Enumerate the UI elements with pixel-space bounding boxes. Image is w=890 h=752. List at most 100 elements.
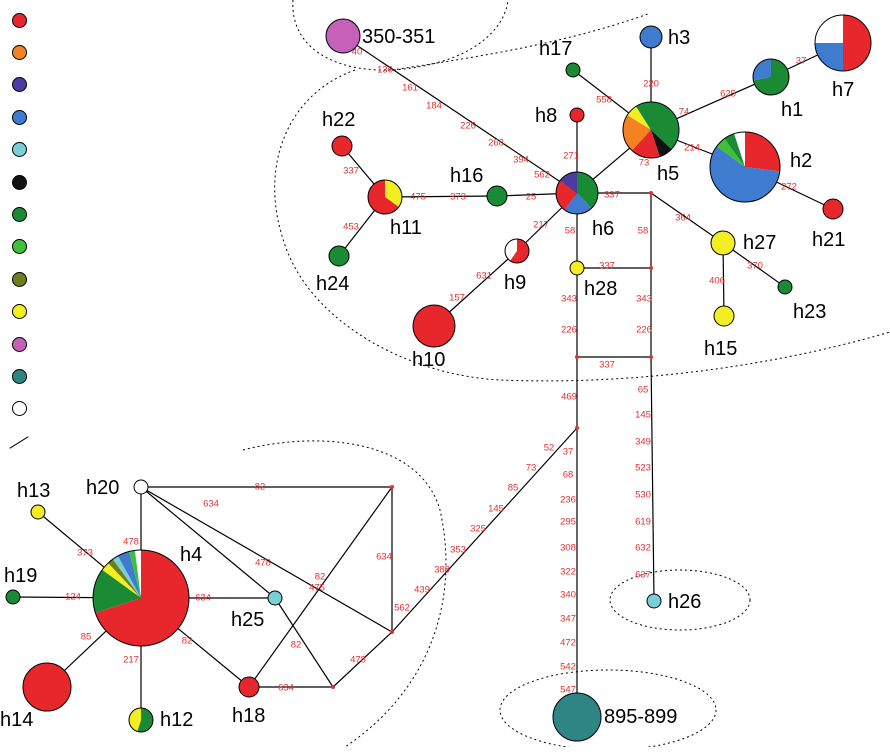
node-label: h19 bbox=[4, 565, 37, 587]
node-label: h6 bbox=[592, 218, 614, 240]
legend-item bbox=[6, 69, 386, 101]
pie-slice bbox=[734, 132, 745, 167]
node-circle bbox=[238, 676, 260, 698]
pie-slice bbox=[815, 15, 843, 43]
pie-slice bbox=[505, 239, 517, 261]
node-label: h21 bbox=[812, 229, 845, 251]
median-vector bbox=[575, 355, 579, 359]
mutation-label: 364 bbox=[675, 213, 691, 224]
legend-item bbox=[6, 393, 386, 425]
group-boundary-h4 bbox=[242, 440, 447, 748]
group-boundary-h26 bbox=[609, 569, 751, 631]
mutation-label: 337 bbox=[599, 261, 615, 272]
pie-slice bbox=[509, 239, 530, 264]
mutation-label: 373 bbox=[77, 548, 93, 559]
pie-slice bbox=[815, 43, 843, 71]
node-label: h20 bbox=[86, 477, 119, 499]
legend-item bbox=[6, 134, 386, 166]
mutation-label: 308 bbox=[560, 543, 576, 554]
mutation-label: 145 bbox=[635, 410, 651, 421]
node-label: 895-899 bbox=[604, 706, 677, 728]
mutation-label: 349 bbox=[635, 437, 651, 448]
legend-item bbox=[6, 36, 386, 68]
median-vector bbox=[649, 191, 653, 195]
node-label: h25 bbox=[231, 609, 264, 631]
mutation-label: 73 bbox=[639, 158, 650, 169]
mutation-label: 631 bbox=[476, 271, 492, 282]
median-vector bbox=[390, 485, 394, 489]
mutation-label: 478 bbox=[255, 558, 271, 569]
mutation-label: 558 bbox=[596, 95, 612, 106]
mutation-label: 394 bbox=[513, 155, 529, 166]
mutation-label: 340 bbox=[560, 590, 576, 601]
haplotype-node-h22: h22 bbox=[322, 109, 355, 157]
legend-item bbox=[6, 425, 386, 457]
pie-slice bbox=[102, 563, 141, 598]
mutation-label: 220 bbox=[643, 79, 659, 90]
node-circle bbox=[412, 304, 456, 348]
node-circle bbox=[267, 590, 283, 606]
legend-swatch-icon bbox=[12, 368, 27, 384]
node-label: h9 bbox=[504, 272, 526, 294]
node-label: h23 bbox=[793, 301, 826, 323]
pie-slice bbox=[716, 138, 745, 167]
mutation-label: 214 bbox=[684, 143, 700, 154]
pie-slice bbox=[385, 180, 402, 207]
haplotype-node-h15: h15 bbox=[704, 305, 737, 360]
mutation-marker-icon bbox=[6, 433, 30, 450]
node-label: h14 bbox=[0, 709, 33, 731]
node-circle bbox=[5, 589, 21, 605]
node-circle bbox=[639, 25, 663, 49]
legend-swatch-icon bbox=[12, 239, 27, 255]
median-vector bbox=[575, 426, 579, 430]
network-edge bbox=[140, 486, 393, 633]
node-circle bbox=[565, 62, 581, 78]
haplotype-node-h350: 350-351 bbox=[325, 18, 435, 54]
mutation-label: 373 bbox=[450, 192, 466, 203]
pie-slice bbox=[745, 132, 780, 172]
pie-slice bbox=[753, 58, 789, 96]
pie-slice bbox=[555, 180, 577, 210]
node-label: h2 bbox=[790, 150, 812, 172]
haplotype-node-h19: h19 bbox=[4, 565, 37, 605]
node-circle bbox=[325, 18, 361, 54]
mutation-label: 52 bbox=[544, 443, 555, 454]
legend-swatch-icon bbox=[12, 109, 27, 125]
group-boundaries bbox=[242, 0, 890, 751]
node-label: h12 bbox=[160, 709, 193, 731]
pie-slice bbox=[95, 550, 189, 647]
haplotype-node-h16: h16 bbox=[450, 165, 508, 207]
legend-swatch-icon bbox=[12, 401, 27, 417]
pie-slice bbox=[843, 15, 871, 71]
pie-slice bbox=[753, 59, 771, 81]
mutation-label: 322 bbox=[560, 567, 576, 578]
network-edge bbox=[332, 631, 393, 688]
node-label: h13 bbox=[17, 480, 50, 502]
mutation-label: 217 bbox=[533, 220, 549, 231]
node-circle bbox=[777, 279, 793, 295]
node-circle bbox=[710, 230, 736, 256]
node-label: h15 bbox=[704, 338, 737, 360]
mutation-label: 406 bbox=[709, 276, 725, 287]
mutation-label: 547 bbox=[560, 685, 576, 696]
node-circle bbox=[331, 135, 353, 157]
legend-item bbox=[6, 263, 386, 295]
mutation-label: 453 bbox=[343, 222, 359, 233]
mutation-label: 388 bbox=[434, 565, 450, 576]
node-outline bbox=[814, 14, 872, 72]
node-outline bbox=[92, 549, 190, 647]
node-label: h8 bbox=[535, 105, 557, 127]
mutation-label: 370 bbox=[747, 261, 763, 272]
node-outline bbox=[752, 58, 790, 96]
node-label: h24 bbox=[316, 273, 349, 295]
legend-swatch-icon bbox=[12, 77, 27, 93]
haplotype-node-h27: h27 bbox=[710, 230, 776, 256]
network-edge bbox=[391, 427, 578, 633]
mutation-label: 161 bbox=[402, 83, 418, 94]
legend-item bbox=[6, 296, 386, 328]
pie-slice bbox=[128, 708, 141, 732]
legend-swatch-icon bbox=[12, 142, 27, 158]
haplotype-node-h26: h26 bbox=[646, 591, 701, 613]
mutation-label: 37 bbox=[563, 447, 574, 458]
mutation-label: 353 bbox=[450, 545, 466, 556]
